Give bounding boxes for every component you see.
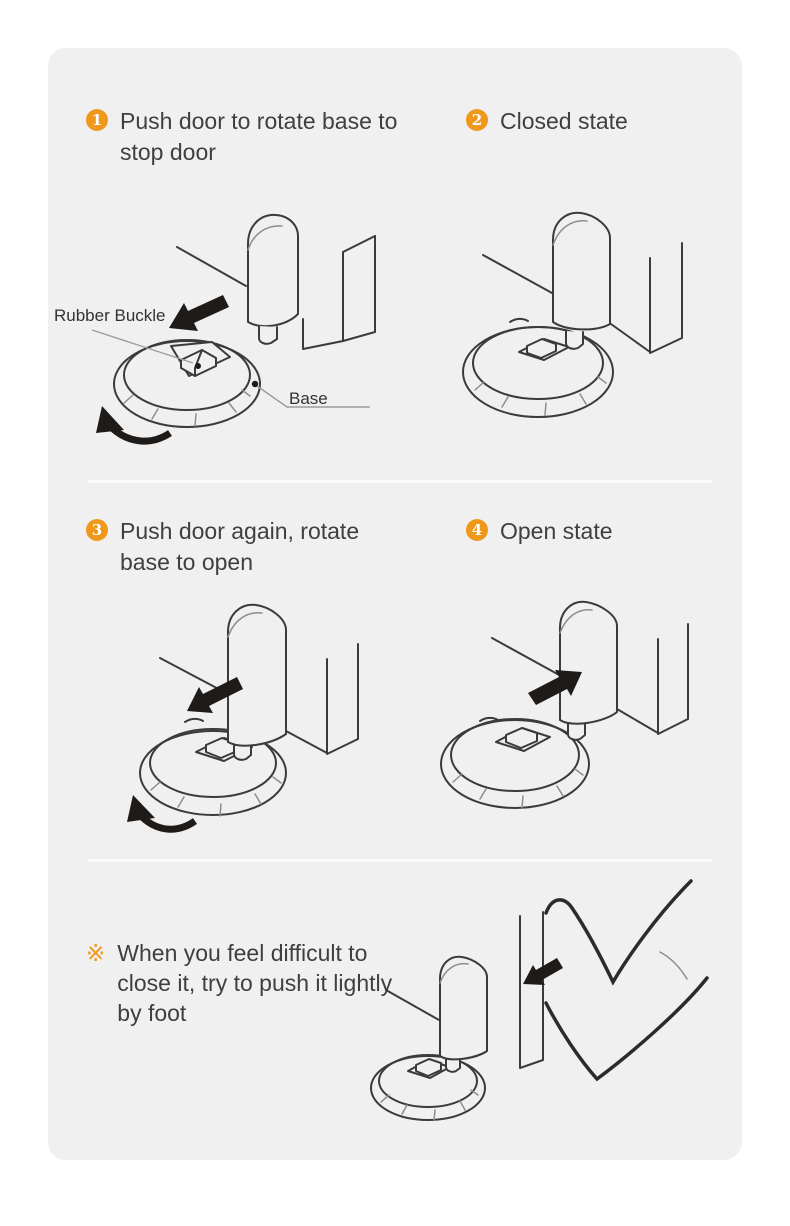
step-2-number-badge: 2 (466, 109, 488, 131)
step-1-number-badge: 1 (86, 109, 108, 131)
door-frame (610, 242, 683, 354)
stopper-foot (567, 722, 586, 741)
step-3-label: Push door again, rotate base to open (120, 518, 360, 575)
instruction-card: 1 Push door to rotate base to stop door … (48, 48, 742, 1160)
stopper-body (247, 213, 299, 345)
step-3-number-badge: 3 (86, 519, 108, 541)
push-arrow-icon (523, 958, 563, 985)
stopper-foot (233, 743, 252, 761)
step-1-label: Push door to rotate base to stop door (120, 108, 398, 165)
reference-mark-icon: ※ (86, 941, 106, 967)
stopper-base (113, 339, 261, 428)
heel-arc (659, 951, 688, 980)
door-edge-line (176, 246, 247, 287)
step-2: 2 Closed state (466, 106, 628, 137)
foot-note: ※ When you feel difficult to close it, t… (86, 938, 409, 1028)
rubber-buckle (415, 1058, 442, 1077)
base-pointer (256, 385, 370, 408)
rubber-buckle-pointer (91, 329, 194, 364)
door-panel (519, 911, 544, 1069)
diagram-closed-state (462, 211, 683, 418)
stopper-base (370, 1054, 486, 1121)
stopper-body (552, 211, 611, 350)
step-4-label: Open state (500, 518, 613, 544)
stopper-body (559, 600, 618, 741)
rubber-buckle (526, 338, 557, 359)
stopper-foot (445, 1057, 461, 1073)
foot-note-text: When you feel difficult to close it, try… (117, 940, 393, 1026)
push-arrow-icon (528, 670, 582, 705)
stopper-base (462, 317, 614, 418)
stopper-body (227, 603, 287, 761)
push-arrow-icon (187, 677, 243, 713)
step-1: 1 Push door to rotate base to stop door (86, 106, 398, 168)
door-frame (616, 623, 689, 735)
section-divider-1 (88, 480, 713, 483)
base-label: Base (289, 389, 328, 408)
stopper-foot (565, 330, 584, 350)
door-edge-line (482, 254, 553, 294)
diagram-push-by-foot (370, 879, 709, 1121)
rubber-buckle-label: Rubber Buckle (54, 306, 166, 325)
section-divider-2 (88, 859, 713, 862)
diagram-push-to-open (127, 603, 359, 833)
stopper-base (440, 716, 590, 809)
step-4: 4 Open state (466, 516, 613, 547)
step-2-label: Closed state (500, 108, 628, 134)
foot-outline (544, 879, 709, 1082)
step-4-number-badge: 4 (466, 519, 488, 541)
rubber-buckle (505, 727, 538, 749)
door-edge-line (385, 989, 440, 1021)
diagram-open-state (440, 600, 689, 809)
door-frame (285, 643, 359, 755)
push-arrow-icon (169, 295, 229, 331)
rotate-arrow-icon (96, 406, 172, 445)
diagram-push-to-stop (91, 213, 376, 445)
stopper-body (439, 955, 488, 1073)
rotate-arrow-icon (127, 795, 198, 833)
door-edge-line (491, 637, 562, 677)
step-3: 3 Push door again, rotate base to open (86, 516, 398, 578)
stopper-foot (258, 325, 278, 345)
door-frame (302, 235, 376, 350)
